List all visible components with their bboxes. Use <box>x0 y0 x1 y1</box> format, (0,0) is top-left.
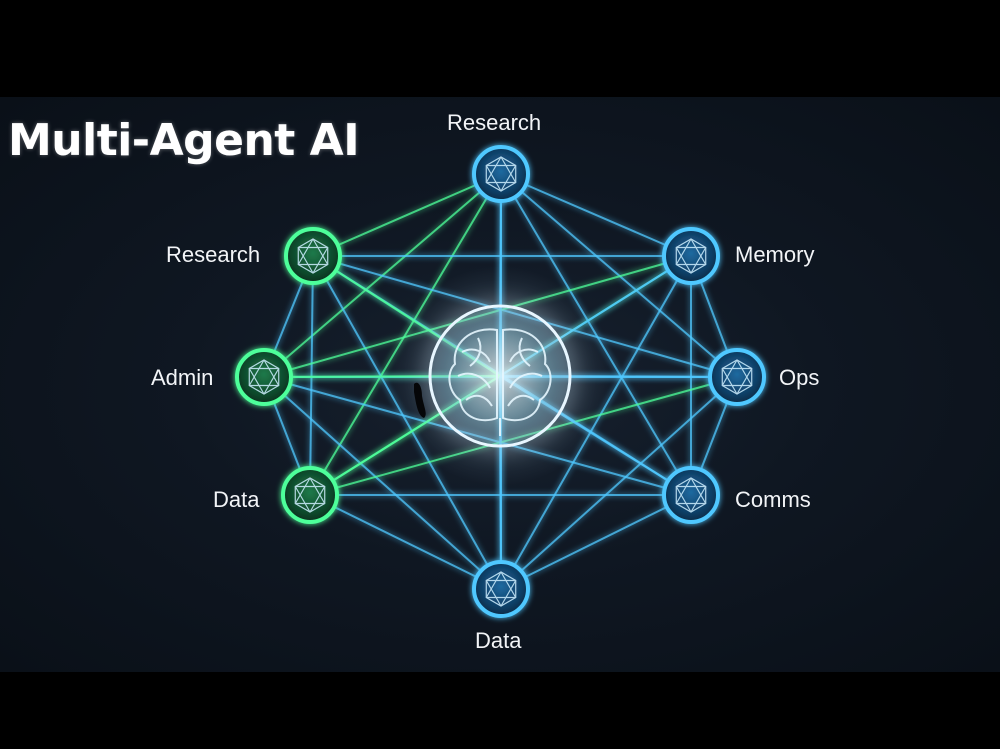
dark-artifact <box>414 382 426 418</box>
network-polyhedron-icon <box>297 238 329 274</box>
node-label-lower-right: Comms <box>735 487 811 512</box>
network-polyhedron-icon <box>485 571 517 607</box>
node-label-right: Ops <box>779 365 820 390</box>
edge-top-upper-right <box>500 173 692 257</box>
node-label-upper-right: Memory <box>735 242 815 267</box>
network-polyhedron-icon <box>248 359 280 395</box>
agent-node-top[interactable] <box>472 145 530 203</box>
edge-left-bottom <box>263 376 502 590</box>
agent-node-upper-right[interactable] <box>662 227 720 285</box>
letterbox-top <box>0 0 1000 97</box>
edge-top-upper-left <box>312 173 502 257</box>
network-polyhedron-icon <box>485 156 517 192</box>
node-label-top: Research <box>447 110 542 135</box>
agent-node-right[interactable] <box>708 348 766 406</box>
agent-node-upper-left[interactable] <box>284 227 342 285</box>
node-label-lower-left: Data <box>213 487 260 512</box>
letterbox-bottom <box>0 672 1000 749</box>
network-polyhedron-icon <box>294 477 326 513</box>
agent-node-bottom[interactable] <box>472 560 530 618</box>
network-polyhedron-icon <box>721 359 753 395</box>
agent-node-left[interactable] <box>235 348 293 406</box>
node-label-left: Admin <box>151 365 214 390</box>
edge-lower-left-bottom <box>309 494 502 590</box>
network-polyhedron-icon <box>675 238 707 274</box>
node-label-upper-left: Research <box>166 242 261 267</box>
agent-node-lower-right[interactable] <box>662 466 720 524</box>
edge-lower-right-bottom <box>500 494 692 590</box>
node-label-bottom: Data <box>475 628 522 653</box>
agent-nodes <box>235 145 766 618</box>
network-polyhedron-icon <box>675 477 707 513</box>
agent-node-lower-left[interactable] <box>281 466 339 524</box>
edge-upper-left-lower-left <box>309 255 314 496</box>
edge-right-bottom <box>500 376 738 590</box>
brain-icon <box>428 304 572 448</box>
page-title: Multi-Agent AI <box>8 115 360 166</box>
